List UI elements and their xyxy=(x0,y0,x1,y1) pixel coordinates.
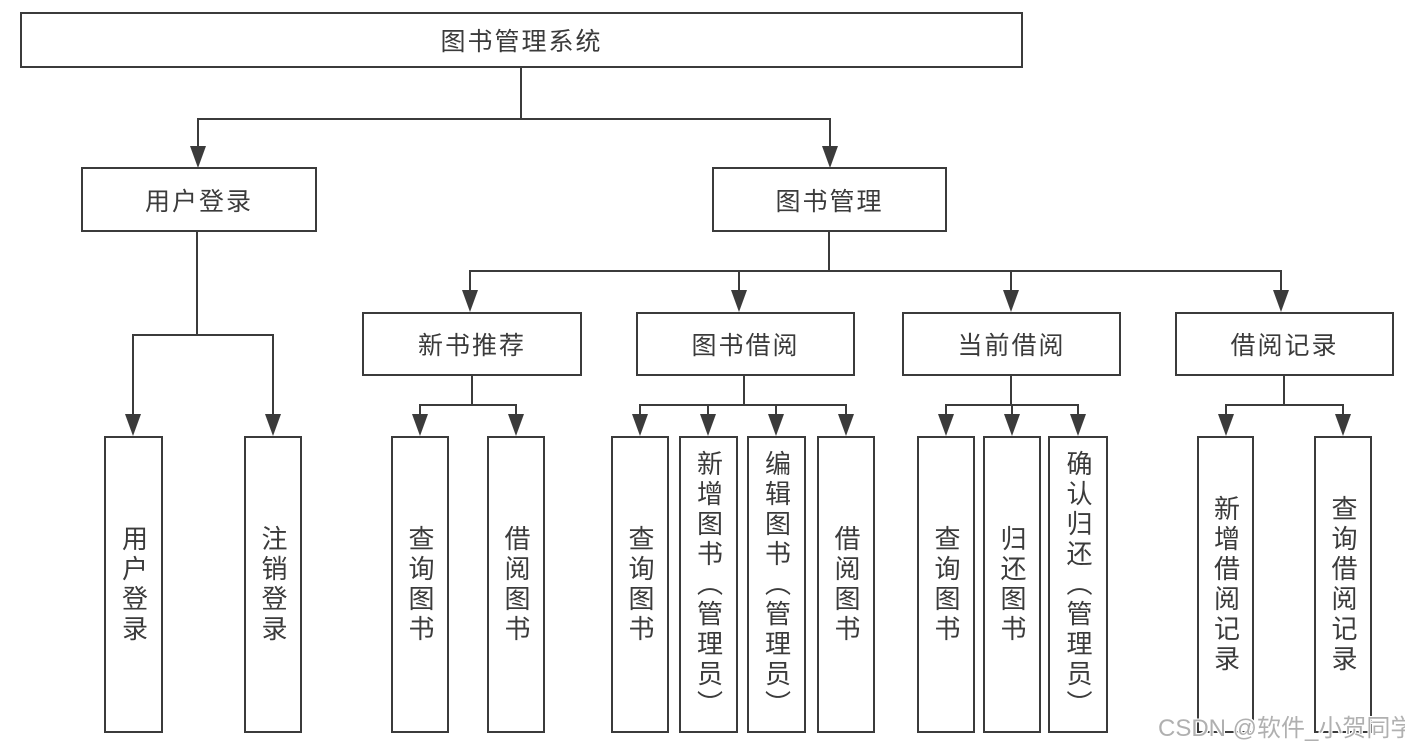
connector-user-branch xyxy=(132,334,274,336)
leaf-edit-books-admin: 编辑图书（管理员） xyxy=(747,436,806,733)
arrowhead-down xyxy=(822,146,838,168)
arrowhead-down xyxy=(1070,414,1086,436)
connector-drop xyxy=(639,404,641,416)
connector-drop xyxy=(1342,404,1344,416)
connector-drop xyxy=(1010,270,1012,292)
connector-drop xyxy=(419,404,421,416)
connector-drop xyxy=(775,404,777,416)
connector-drop xyxy=(945,404,947,416)
arrowhead-down xyxy=(768,414,784,436)
leaf-query-borrow-record: 查询借阅记录 xyxy=(1314,436,1372,733)
leaf-confirm-return-admin: 确认归还（管理员） xyxy=(1048,436,1108,733)
leaf-return-books: 归还图书 xyxy=(983,436,1041,733)
connector-drop xyxy=(469,270,471,292)
connector-branch xyxy=(419,404,517,406)
connector-branch xyxy=(1225,404,1344,406)
leaf-add-books-admin: 新增图书（管理员） xyxy=(679,436,738,733)
arrowhead-down xyxy=(1273,290,1289,312)
connector-drop xyxy=(1280,270,1282,292)
connector-drop xyxy=(1011,404,1013,416)
connector-drop xyxy=(272,334,274,416)
connector-root-stem xyxy=(520,68,522,120)
connector-stem xyxy=(1010,376,1012,406)
connector-drop xyxy=(1225,404,1227,416)
arrowhead-down xyxy=(700,414,716,436)
leaf-user-login: 用户登录 xyxy=(104,436,163,733)
connector-user-stem xyxy=(196,232,198,336)
watermark: CSDN @软件_小贺同学 xyxy=(1158,715,1405,742)
connector-drop xyxy=(197,118,199,148)
arrowhead-down xyxy=(412,414,428,436)
connector-drop xyxy=(1077,404,1079,416)
leaf-logout: 注销登录 xyxy=(244,436,302,733)
node-user-login-module: 用户登录 xyxy=(81,167,317,232)
arrowhead-down xyxy=(462,290,478,312)
arrowhead-down xyxy=(1218,414,1234,436)
arrowhead-down xyxy=(190,146,206,168)
arrowhead-down xyxy=(1003,290,1019,312)
connector-l1-branch xyxy=(197,118,831,120)
node-book-borrowing: 图书借阅 xyxy=(636,312,855,376)
connector-drop xyxy=(132,334,134,416)
connector-drop xyxy=(738,270,740,292)
node-book-management: 图书管理 xyxy=(712,167,947,232)
connector-drop xyxy=(707,404,709,416)
connector-stem xyxy=(743,376,745,406)
arrowhead-down xyxy=(731,290,747,312)
leaf-add-borrow-record: 新增借阅记录 xyxy=(1197,436,1254,733)
arrowhead-down xyxy=(1335,414,1351,436)
leaf-query-books-1: 查询图书 xyxy=(391,436,449,733)
connector-stem xyxy=(471,376,473,406)
arrowhead-down xyxy=(265,414,281,436)
leaf-query-books-3: 查询图书 xyxy=(917,436,975,733)
leaf-query-books-2: 查询图书 xyxy=(611,436,669,733)
connector-book-stem xyxy=(828,232,830,272)
arrowhead-down xyxy=(508,414,524,436)
arrowhead-down xyxy=(125,414,141,436)
leaf-borrow-books-2: 借阅图书 xyxy=(817,436,875,733)
node-current-borrowing: 当前借阅 xyxy=(902,312,1121,376)
connector-branch xyxy=(639,404,847,406)
connector-stem xyxy=(1283,376,1285,406)
connector-drop xyxy=(515,404,517,416)
arrowhead-down xyxy=(938,414,954,436)
arrowhead-down xyxy=(1004,414,1020,436)
leaf-borrow-books-1: 借阅图书 xyxy=(487,436,545,733)
node-library-system: 图书管理系统 xyxy=(20,12,1023,68)
arrowhead-down xyxy=(632,414,648,436)
connector-drop xyxy=(845,404,847,416)
arrowhead-down xyxy=(838,414,854,436)
connector-l3-branch xyxy=(469,270,1282,272)
connector-drop xyxy=(829,118,831,148)
node-new-book-recommend: 新书推荐 xyxy=(362,312,582,376)
node-borrowing-records: 借阅记录 xyxy=(1175,312,1394,376)
